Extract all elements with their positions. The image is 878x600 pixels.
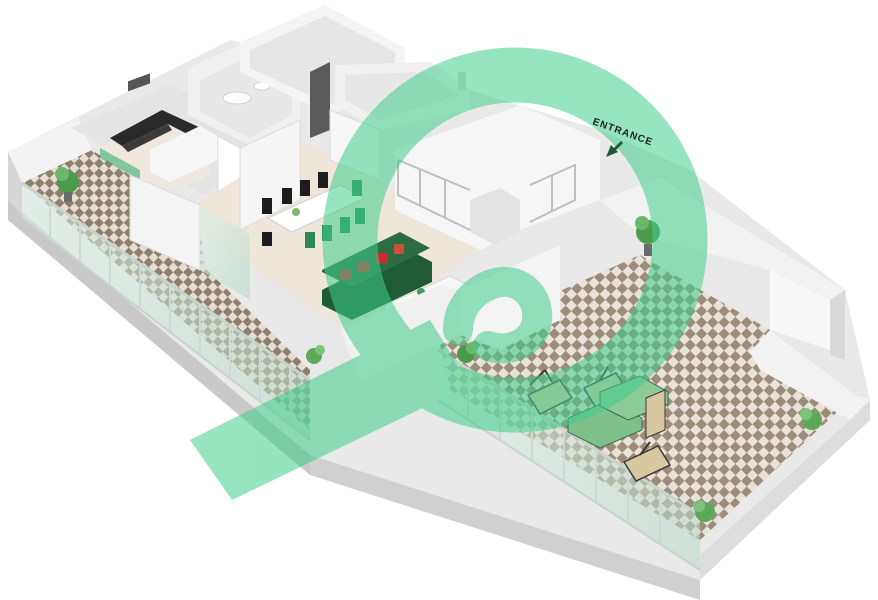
location-pin-logo — [190, 47, 708, 500]
staircase — [395, 105, 600, 250]
plant-living — [306, 345, 325, 364]
plant-left-balcony — [55, 167, 79, 202]
left-balcony-railing — [21, 181, 311, 441]
arrow-down-left-icon — [606, 140, 624, 157]
plant-terrace-right — [800, 408, 822, 430]
plant-terrace-front — [693, 500, 715, 522]
